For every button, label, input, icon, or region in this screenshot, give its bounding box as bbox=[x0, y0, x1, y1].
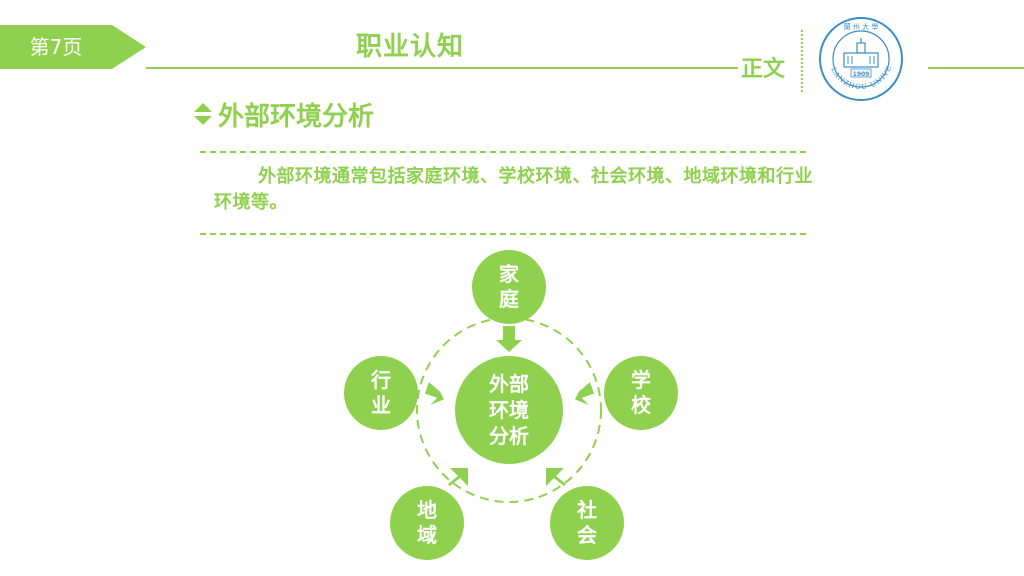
diagram-connectors bbox=[416, 317, 602, 503]
arrow-from-society bbox=[546, 468, 566, 486]
description-paragraph: 外部环境通常包括家庭环境、学校环境、社会环境、地域环境和行业环境等。 bbox=[214, 166, 813, 213]
node-society-label: 社会 bbox=[577, 498, 597, 547]
node-industry: 行业 bbox=[344, 356, 418, 430]
section-label: 正文 bbox=[741, 57, 786, 82]
header-divider-right bbox=[928, 67, 1024, 69]
page-number-tab: 第7页 bbox=[0, 25, 146, 69]
node-region: 地域 bbox=[390, 486, 464, 560]
arrow-from-region bbox=[448, 468, 468, 486]
diamond-bullet-icon bbox=[194, 103, 212, 125]
section-heading: 外部环境分析 bbox=[192, 96, 374, 132]
dashed-divider-top bbox=[200, 151, 806, 153]
node-region-label: 地域 bbox=[417, 498, 437, 547]
arrow-from-home bbox=[496, 326, 522, 352]
svg-text:蘭 州 大 學: 蘭 州 大 學 bbox=[844, 22, 879, 31]
header-dotted-separator bbox=[801, 30, 803, 92]
node-home: 家庭 bbox=[472, 250, 546, 324]
environment-diagram: 外部环境分析 家庭 学校 社会 地域 行业 bbox=[330, 240, 700, 576]
page-title: 职业认知 bbox=[356, 32, 465, 62]
seal-year: 1909 bbox=[853, 71, 870, 78]
node-school-label: 学校 bbox=[631, 368, 651, 417]
node-school: 学校 bbox=[604, 356, 678, 430]
node-industry-label: 行业 bbox=[371, 368, 391, 417]
dashed-divider-bottom bbox=[200, 233, 806, 235]
page-number: 第7页 bbox=[29, 35, 83, 59]
center-node-label: 外部环境分析 bbox=[489, 372, 529, 448]
node-society: 社会 bbox=[550, 486, 624, 560]
university-seal-icon: LANZHOU UNIVERSITY 蘭 州 大 學 1909 bbox=[814, 10, 904, 102]
arrow-from-industry bbox=[424, 382, 445, 405]
center-node: 外部环境分析 bbox=[455, 356, 563, 464]
header-divider-left bbox=[146, 67, 738, 69]
heading-text: 外部环境分析 bbox=[218, 101, 375, 132]
dashed-orbit-ring bbox=[416, 317, 602, 503]
arrow-from-school bbox=[574, 382, 595, 405]
node-home-label: 家庭 bbox=[499, 262, 519, 311]
